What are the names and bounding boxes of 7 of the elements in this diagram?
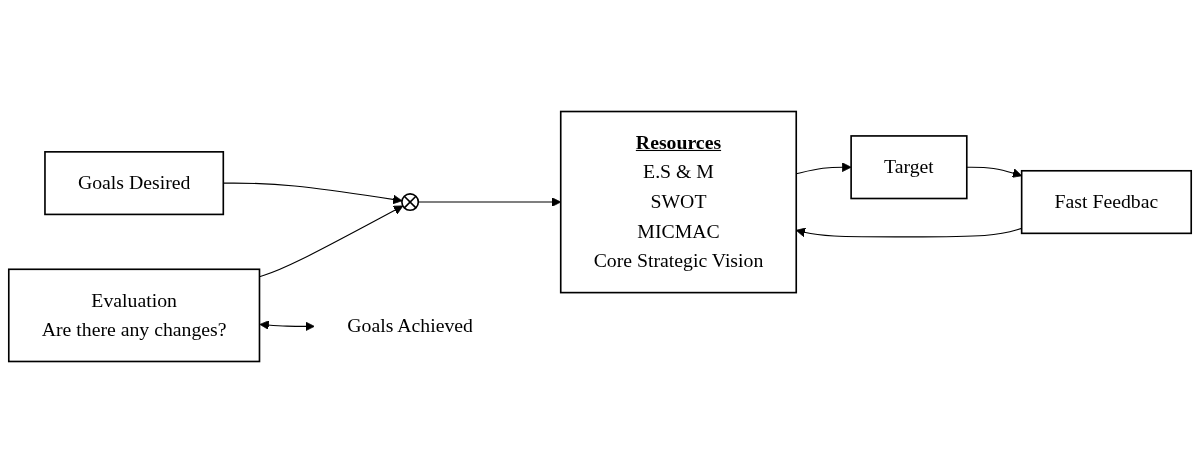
node-box: Resources E.S & M SWOT MICMAC Core Strategic Vision	[559, 110, 798, 294]
node-box: Fast Feedbac	[1020, 169, 1193, 235]
node-box: Target	[850, 135, 968, 200]
node-box: Evaluation Are there any changes?	[7, 268, 261, 363]
node-box: Goals Desired	[44, 151, 225, 216]
node-text: Goals Achieved	[347, 314, 473, 337]
arrow	[259, 320, 315, 332]
